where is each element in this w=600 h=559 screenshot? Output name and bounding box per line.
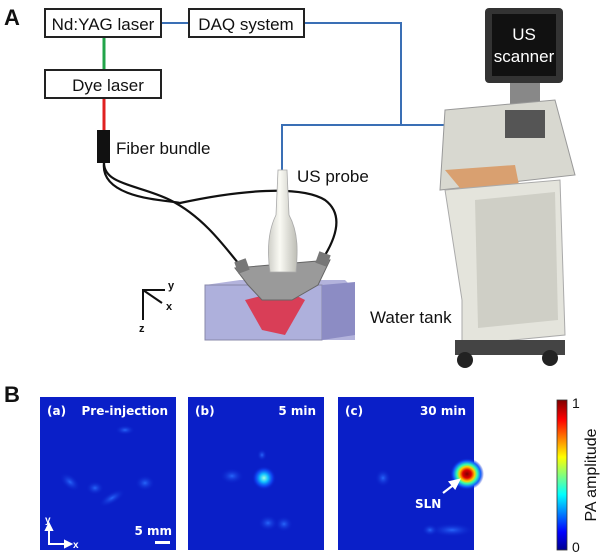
scanner-label-line2: scanner: [494, 47, 555, 66]
dye-label: Dye laser: [72, 76, 144, 95]
image-axis-x: x: [73, 540, 79, 551]
image-a-title: Pre-injection: [82, 404, 169, 418]
scale-bar: [155, 541, 170, 544]
axis-y-label: y: [168, 280, 175, 292]
dye-laser-box: Dye laser: [44, 69, 162, 99]
daq-label: DAQ system: [198, 15, 293, 34]
image-a-tag: (a): [47, 404, 66, 418]
colorbar-max: 1: [572, 395, 580, 411]
pa-image-pre-injection: [40, 397, 176, 550]
fiber-bundle-icon: [97, 130, 110, 163]
image-c-tag: (c): [345, 404, 363, 418]
pa-image-5min: [188, 397, 324, 550]
scanner-label-line1: US: [512, 25, 536, 44]
tank-label: Water tank: [370, 308, 452, 327]
colorbar: [556, 399, 568, 551]
coordinate-axes-icon: [142, 289, 165, 320]
daq-system-box: DAQ system: [188, 8, 305, 38]
image-axis-y: y: [45, 515, 51, 526]
pa-image-30min: [338, 397, 484, 550]
colorbar-min: 0: [572, 539, 580, 555]
ndyag-laser-box: Nd:YAG laser: [44, 8, 162, 38]
colorbar-label: PA amplitude: [583, 428, 600, 521]
axis-z-label: z: [139, 323, 145, 335]
scale-bar-label: 5 mm: [134, 524, 172, 538]
image-b-title: 5 min: [278, 404, 316, 418]
image-c-title: 30 min: [420, 404, 466, 418]
us-probe-icon: [267, 169, 298, 273]
water-tank-icon: [204, 280, 355, 341]
xy-axes-icon: [44, 521, 74, 549]
panel-a-label: A: [4, 5, 20, 30]
sln-arrow-icon: [442, 478, 462, 494]
ndyag-label: Nd:YAG laser: [52, 15, 155, 34]
probe-label: US probe: [297, 167, 369, 186]
axis-x-label: x: [166, 301, 173, 313]
probe-holder-icon: [234, 259, 331, 301]
image-b-tag: (b): [195, 404, 215, 418]
sln-label: SLN: [415, 497, 441, 511]
fiber-label: Fiber bundle: [116, 139, 211, 158]
fiber-cables: [102, 162, 338, 269]
us-scanner-icon: [439, 8, 576, 368]
panel-b-label: B: [4, 382, 20, 407]
